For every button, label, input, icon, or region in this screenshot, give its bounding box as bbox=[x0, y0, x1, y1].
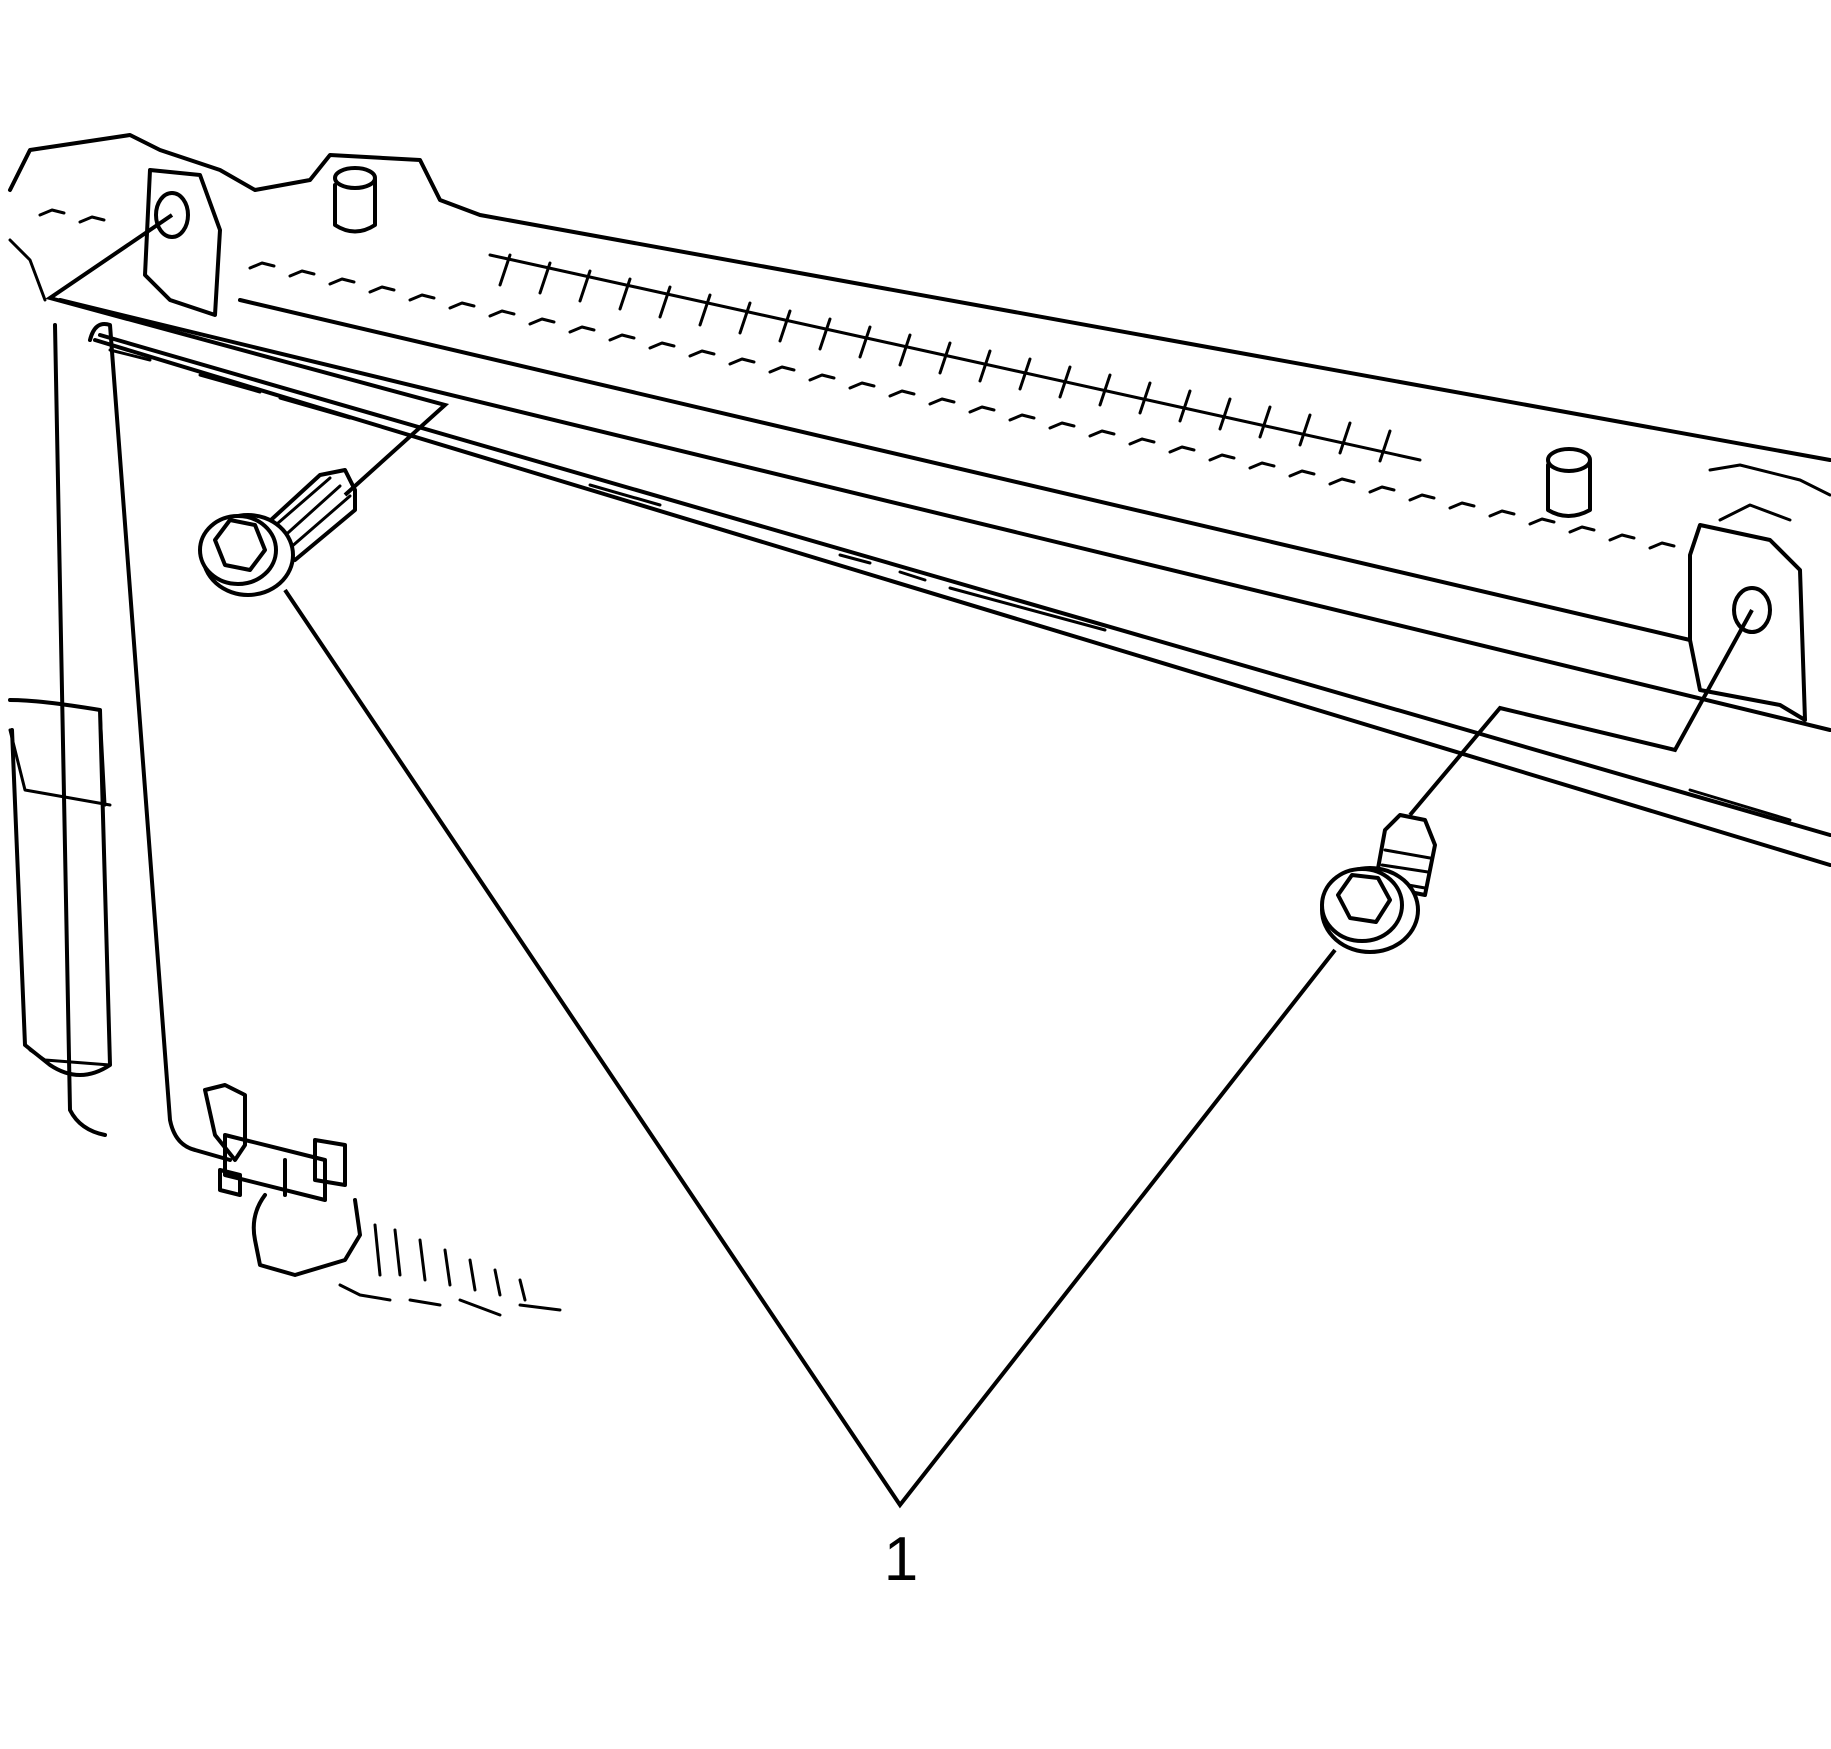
bolt-right bbox=[1320, 813, 1437, 954]
callout-leaders bbox=[283, 588, 1337, 1509]
lower-bracket bbox=[203, 1083, 562, 1317]
callout-label-1: 1 bbox=[884, 1525, 918, 1594]
bolt-left bbox=[198, 468, 357, 597]
radiator-core bbox=[53, 322, 1831, 1162]
installation-leaders bbox=[45, 213, 1754, 817]
radiator-upper-tank bbox=[8, 133, 1831, 732]
receiver-dryer bbox=[8, 238, 112, 1077]
